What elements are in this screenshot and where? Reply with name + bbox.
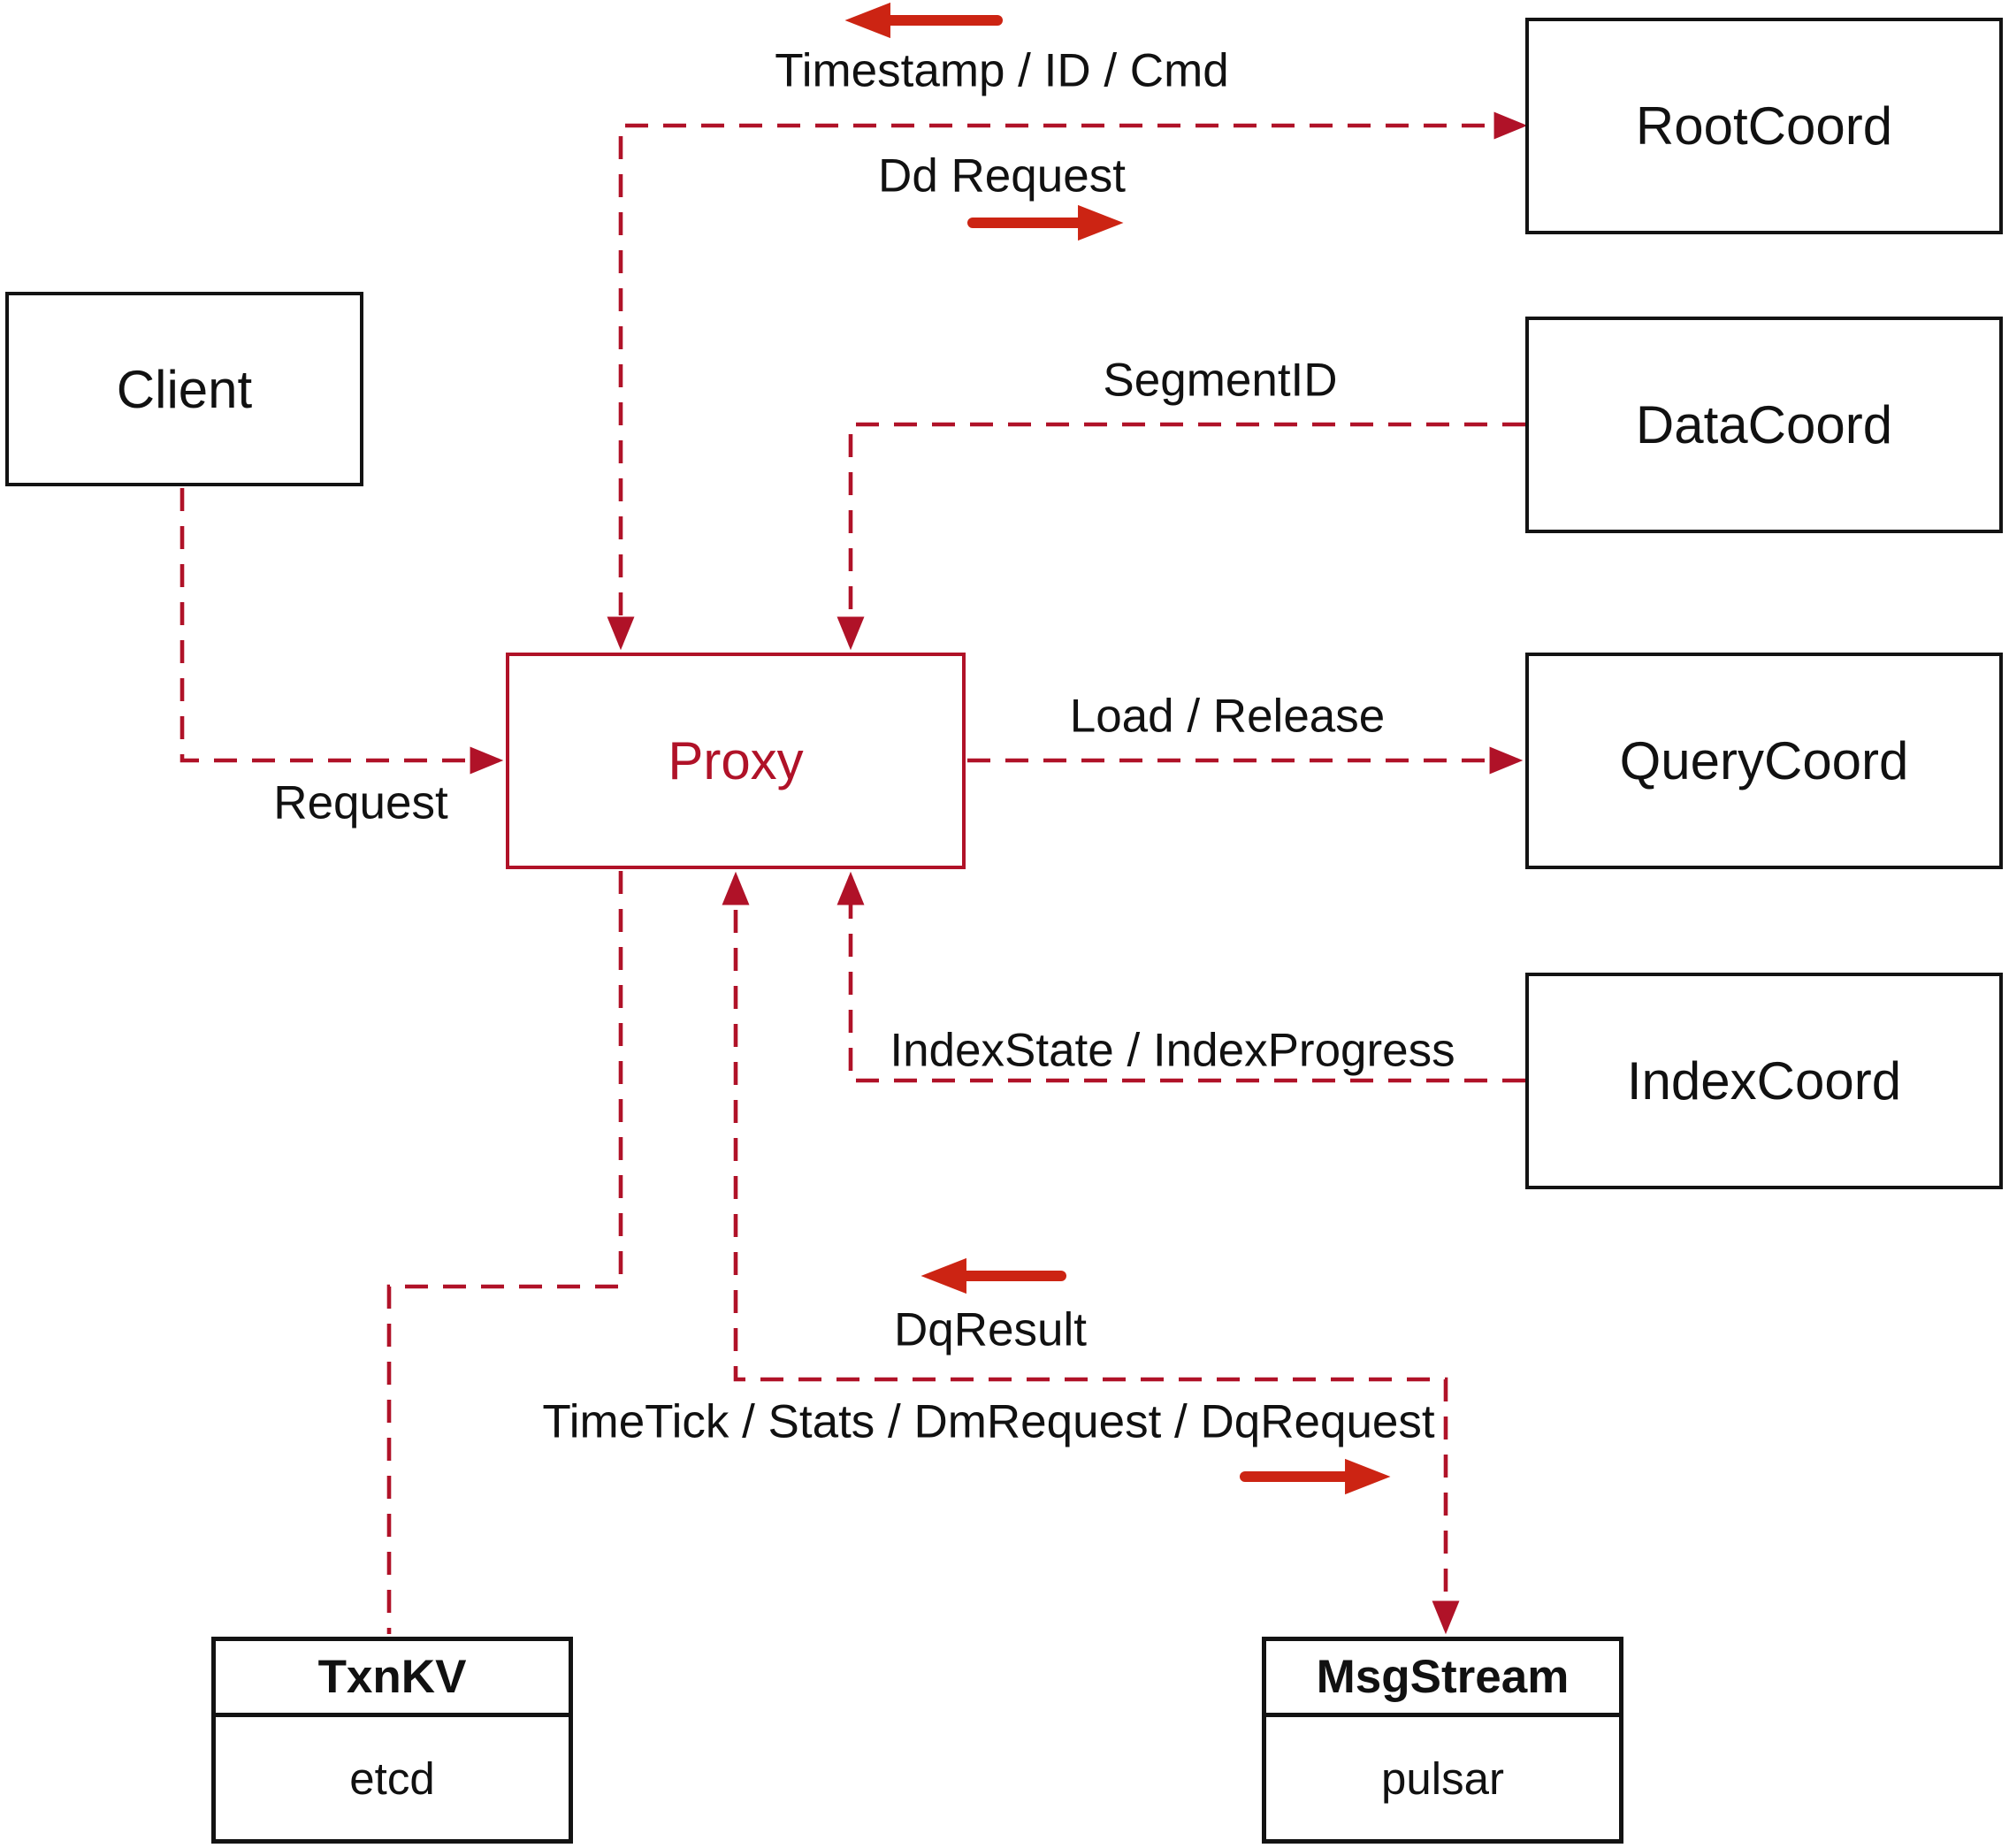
node-txnkv: TxnKV etcd [211,1637,573,1844]
edge-label-dq-result: DqResult [894,1303,1087,1356]
node-indexcoord: IndexCoord [1525,973,2003,1189]
node-querycoord: QueryCoord [1525,653,2003,869]
edge-label-load-release: Load / Release [1069,690,1386,743]
rootcoord-label: RootCoord [1635,96,1893,156]
node-msgstream: MsgStream pulsar [1262,1637,1623,1844]
indexcoord-label: IndexCoord [1626,1051,1902,1111]
edge-client-proxy [180,488,504,775]
msgstream-title: MsgStream [1266,1641,1619,1717]
edge-proxy-txnkv [386,871,623,1634]
node-rootcoord: RootCoord [1525,18,2003,234]
edge-label-dd-request: Dd Request [878,149,1126,202]
datacoord-label: DataCoord [1635,395,1893,454]
edge-label-index-state: IndexState / IndexProgress [890,1024,1455,1077]
txnkv-impl: etcd [349,1753,435,1804]
edge-label-request: Request [273,776,448,829]
node-client: Client [5,292,363,486]
edge-msgstream-proxy [722,871,1460,1635]
txnkv-title: TxnKV [216,1641,569,1717]
edge-datacoord-proxy [836,422,1525,651]
edge-label-segment-id: SegmentID [1103,354,1338,407]
edge-proxy-rootcoord [607,111,1528,651]
msgstream-impl: pulsar [1381,1753,1504,1804]
client-label: Client [116,359,253,419]
proxy-label: Proxy [668,731,804,790]
edge-label-timestamp: Timestamp / ID / Cmd [775,44,1229,97]
edge-label-timetick: TimeTick / Stats / DmRequest / DqRequest [542,1395,1435,1448]
node-datacoord: DataCoord [1525,317,2003,533]
node-proxy: Proxy [506,653,966,869]
querycoord-label: QueryCoord [1619,731,1909,790]
